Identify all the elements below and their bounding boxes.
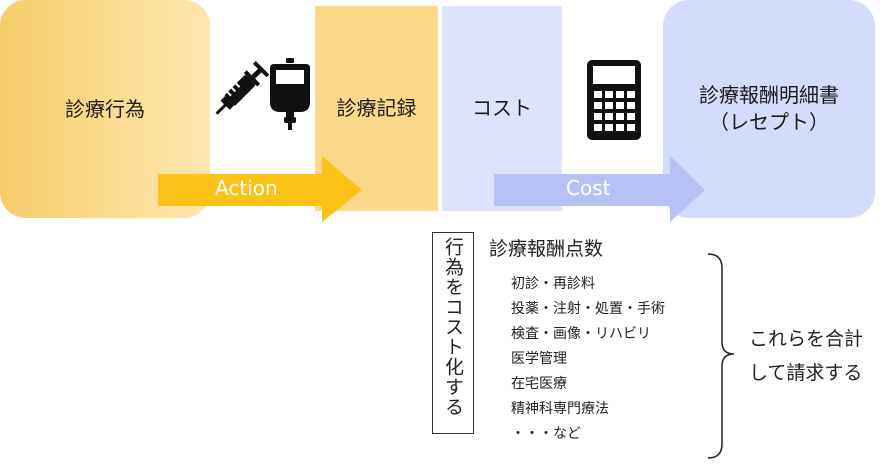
list-item: ・・・など <box>511 426 581 442</box>
list-item: 医学管理 <box>511 351 567 367</box>
medical-act-label: 診療行為 <box>65 96 145 121</box>
receipt-label: 診療報酬明細書 （レセプト） <box>699 82 839 136</box>
cost-conversion-box: 行為をコスト化する <box>432 232 474 434</box>
receipt-box: 診療報酬明細書 （レセプト） <box>663 0 875 218</box>
right-brace <box>707 253 735 459</box>
action-arrow <box>158 156 362 222</box>
cost-arrow-label: Cost <box>566 176 611 200</box>
list-item: 投薬・注射・処置・手術 <box>511 301 665 317</box>
list-item: 検査・画像・リハビリ <box>511 326 651 342</box>
cost-arrow <box>494 156 705 222</box>
medical-act-box: 診療行為 <box>0 0 210 218</box>
cost-label: コスト <box>472 96 532 120</box>
iv-bag-icon <box>270 58 310 130</box>
fee-points-title: 診療報酬点数 <box>489 238 604 260</box>
syringe-icon <box>215 61 270 115</box>
summary-line2: して請求する <box>749 362 863 384</box>
receipt-label-line1: 診療報酬明細書 <box>699 83 839 107</box>
receipt-label-line2: （レセプト） <box>709 110 829 134</box>
list-item: 初診・再診料 <box>511 276 595 292</box>
list-item: 在宅医療 <box>511 376 567 392</box>
action-arrow-label: Action <box>215 176 278 200</box>
medical-record-label: 診療記録 <box>336 96 417 120</box>
summary-line1: これらを合計 <box>749 328 864 350</box>
calculator-icon <box>587 60 641 140</box>
cost-conversion-label: 行為をコスト化する <box>442 237 464 417</box>
list-item: 精神科専門療法 <box>511 401 609 417</box>
fee-points-list: 初診・再診料 投薬・注射・処置・手術 検査・画像・リハビリ 医学管理 在宅医療 … <box>511 273 665 448</box>
summary-text: これらを合計 して請求する <box>749 322 863 390</box>
